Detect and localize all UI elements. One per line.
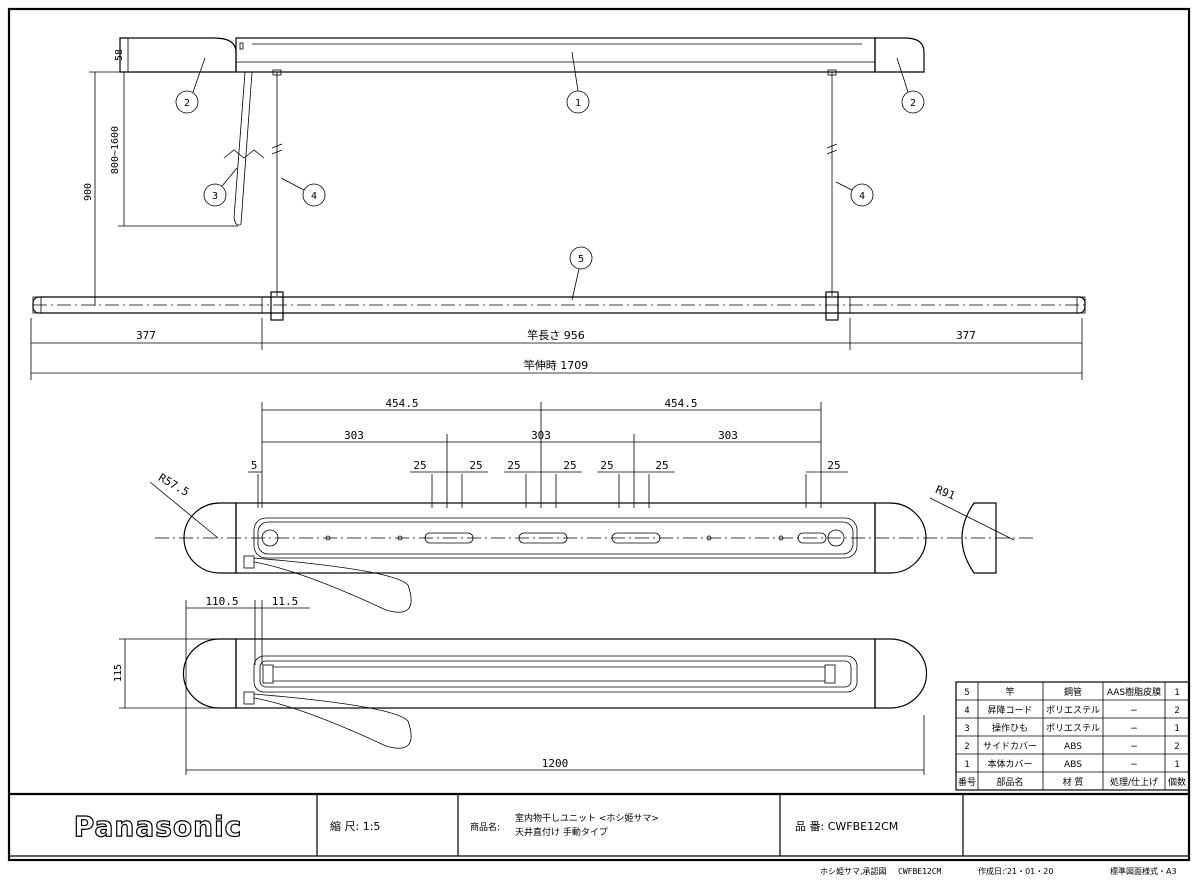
row1-mat: ABS — [1064, 760, 1082, 770]
header-name: 部品名 — [996, 776, 1023, 788]
brand-logo: Panasonic — [74, 810, 243, 843]
dim-25-g: 25 — [827, 459, 840, 472]
row5-finish: AAS樹脂皮膜 — [1107, 686, 1161, 698]
row3-finish: − — [1130, 724, 1138, 734]
footer-model: CWFBE12CM — [898, 867, 942, 876]
body-cover — [235, 37, 876, 73]
row2-qty: 2 — [1174, 742, 1179, 752]
right-end-cap — [874, 502, 927, 574]
header-material: 材 質 — [1063, 776, 1084, 788]
product-line1: 室内物干しユニット <ホシ姫サマ> — [515, 812, 659, 824]
row3-no: 3 — [964, 724, 969, 734]
left-side-cover — [119, 37, 237, 73]
side-cover-detail — [961, 502, 997, 574]
dim-303-c: 303 — [718, 429, 738, 442]
footer-format: 標準図面様式・A3 — [1110, 866, 1177, 876]
row1-finish: − — [1130, 760, 1138, 770]
dim-1200: 1200 — [542, 757, 569, 770]
top-view: 454.5 454.5 303 303 303 5 25 25 25 25 25… — [149, 397, 1034, 613]
callout-4-left: 4 — [311, 191, 317, 202]
row5-qty: 1 — [1174, 688, 1179, 698]
row4-finish: − — [1130, 706, 1138, 716]
dim-110-5: 110.5 — [205, 595, 238, 608]
dim-303-a: 303 — [344, 429, 364, 442]
dim-25-e: 25 — [600, 459, 613, 472]
row4-mat: ポリエステル — [1046, 705, 1100, 716]
callout-4-right: 4 — [859, 191, 865, 202]
product-line2: 天井直付け 手動タイプ — [515, 826, 608, 838]
row3-name: 操作ひも — [992, 722, 1028, 734]
left-pole-hook — [270, 291, 284, 321]
dim-25-c: 25 — [507, 459, 520, 472]
left-end-cap — [183, 502, 237, 574]
bottom-view: 110.5 11.5 115 1200 — [113, 595, 928, 775]
dim-5: 5 — [251, 459, 258, 472]
row1-name: 本体カバー — [987, 758, 1032, 770]
row3-mat: ポリエステル — [1046, 723, 1100, 734]
sheet-border — [7, 7, 1191, 862]
row4-no: 4 — [964, 706, 969, 716]
parts-table: 5 竿 鋼管 AAS樹脂皮膜 1 4 昇降コード ポリエステル − 2 3 操作… — [955, 681, 1190, 791]
callout-5: 5 — [578, 254, 584, 265]
callout-2-left: 2 — [184, 98, 190, 109]
dim-25-b: 25 — [469, 459, 482, 472]
header-qty: 個数 — [1168, 776, 1186, 788]
row1-no: 1 — [964, 760, 969, 770]
row2-name: サイドカバー — [983, 741, 1037, 752]
operating-string — [233, 71, 253, 226]
front-view: 58 800~1600 900 — [32, 37, 1086, 321]
dim-r91: R91 — [934, 483, 957, 502]
dim-454-5-left: 454.5 — [385, 397, 418, 410]
dim-115: 115 — [113, 664, 124, 682]
row5-name: 竿 — [1005, 686, 1014, 698]
dim-800-1600: 800~1600 — [110, 126, 121, 174]
row1-qty: 1 — [1174, 760, 1179, 770]
dim-25-f: 25 — [655, 459, 668, 472]
scale-text: 縮 尺: 1:5 — [330, 819, 380, 833]
dim-377-right: 377 — [956, 329, 976, 342]
dim-25-a: 25 — [413, 459, 426, 472]
body-bottom — [235, 638, 876, 709]
row3-qty: 1 — [1174, 724, 1179, 734]
dim-303-b: 303 — [531, 429, 551, 442]
dim-454-5-right: 454.5 — [664, 397, 697, 410]
dim-377-left: 377 — [136, 329, 156, 342]
row2-finish: − — [1130, 742, 1138, 752]
dim-pole-length: 竿長さ 956 — [527, 328, 585, 342]
row5-mat: 鋼管 — [1064, 686, 1082, 698]
dim-11-5: 11.5 — [272, 595, 299, 608]
right-side-cover — [874, 37, 925, 73]
footer-name: ホシ姫サマ,承認図 — [820, 866, 887, 876]
dim-58: 58 — [114, 49, 125, 61]
top-operating-string — [253, 557, 412, 613]
product-label: 商品名: — [470, 821, 500, 833]
title-block: Panasonic 縮 尺: 1:5 商品名: 室内物干しユニット <ホシ姫サマ… — [9, 792, 1189, 876]
row2-mat: ABS — [1064, 742, 1082, 752]
row4-name: 昇降コード — [987, 704, 1032, 716]
pole-dimensions: 377 竿長さ 956 377 竿伸時 1709 — [30, 318, 1083, 380]
callout-1: 1 — [575, 98, 581, 109]
row2-no: 2 — [964, 742, 969, 752]
row5-no: 5 — [964, 688, 969, 698]
header-finish: 処理/仕上げ — [1110, 776, 1158, 788]
header-no: 番号 — [958, 776, 976, 788]
dim-25-d: 25 — [563, 459, 576, 472]
callout-2-right: 2 — [910, 98, 916, 109]
part-number: 品 番: CWFBE12CM — [795, 820, 898, 833]
right-pole-hook — [825, 291, 839, 321]
dim-r57-5: R57.5 — [156, 471, 191, 499]
dim-pole-stretch: 竿伸時 1709 — [524, 358, 589, 372]
dim-900: 900 — [83, 183, 94, 201]
callouts: 1 2 2 3 4 4 5 — [175, 51, 925, 301]
footer-date: 作成日:'21・01・20 — [978, 866, 1053, 876]
callout-3: 3 — [212, 191, 218, 202]
row4-qty: 2 — [1174, 706, 1179, 716]
